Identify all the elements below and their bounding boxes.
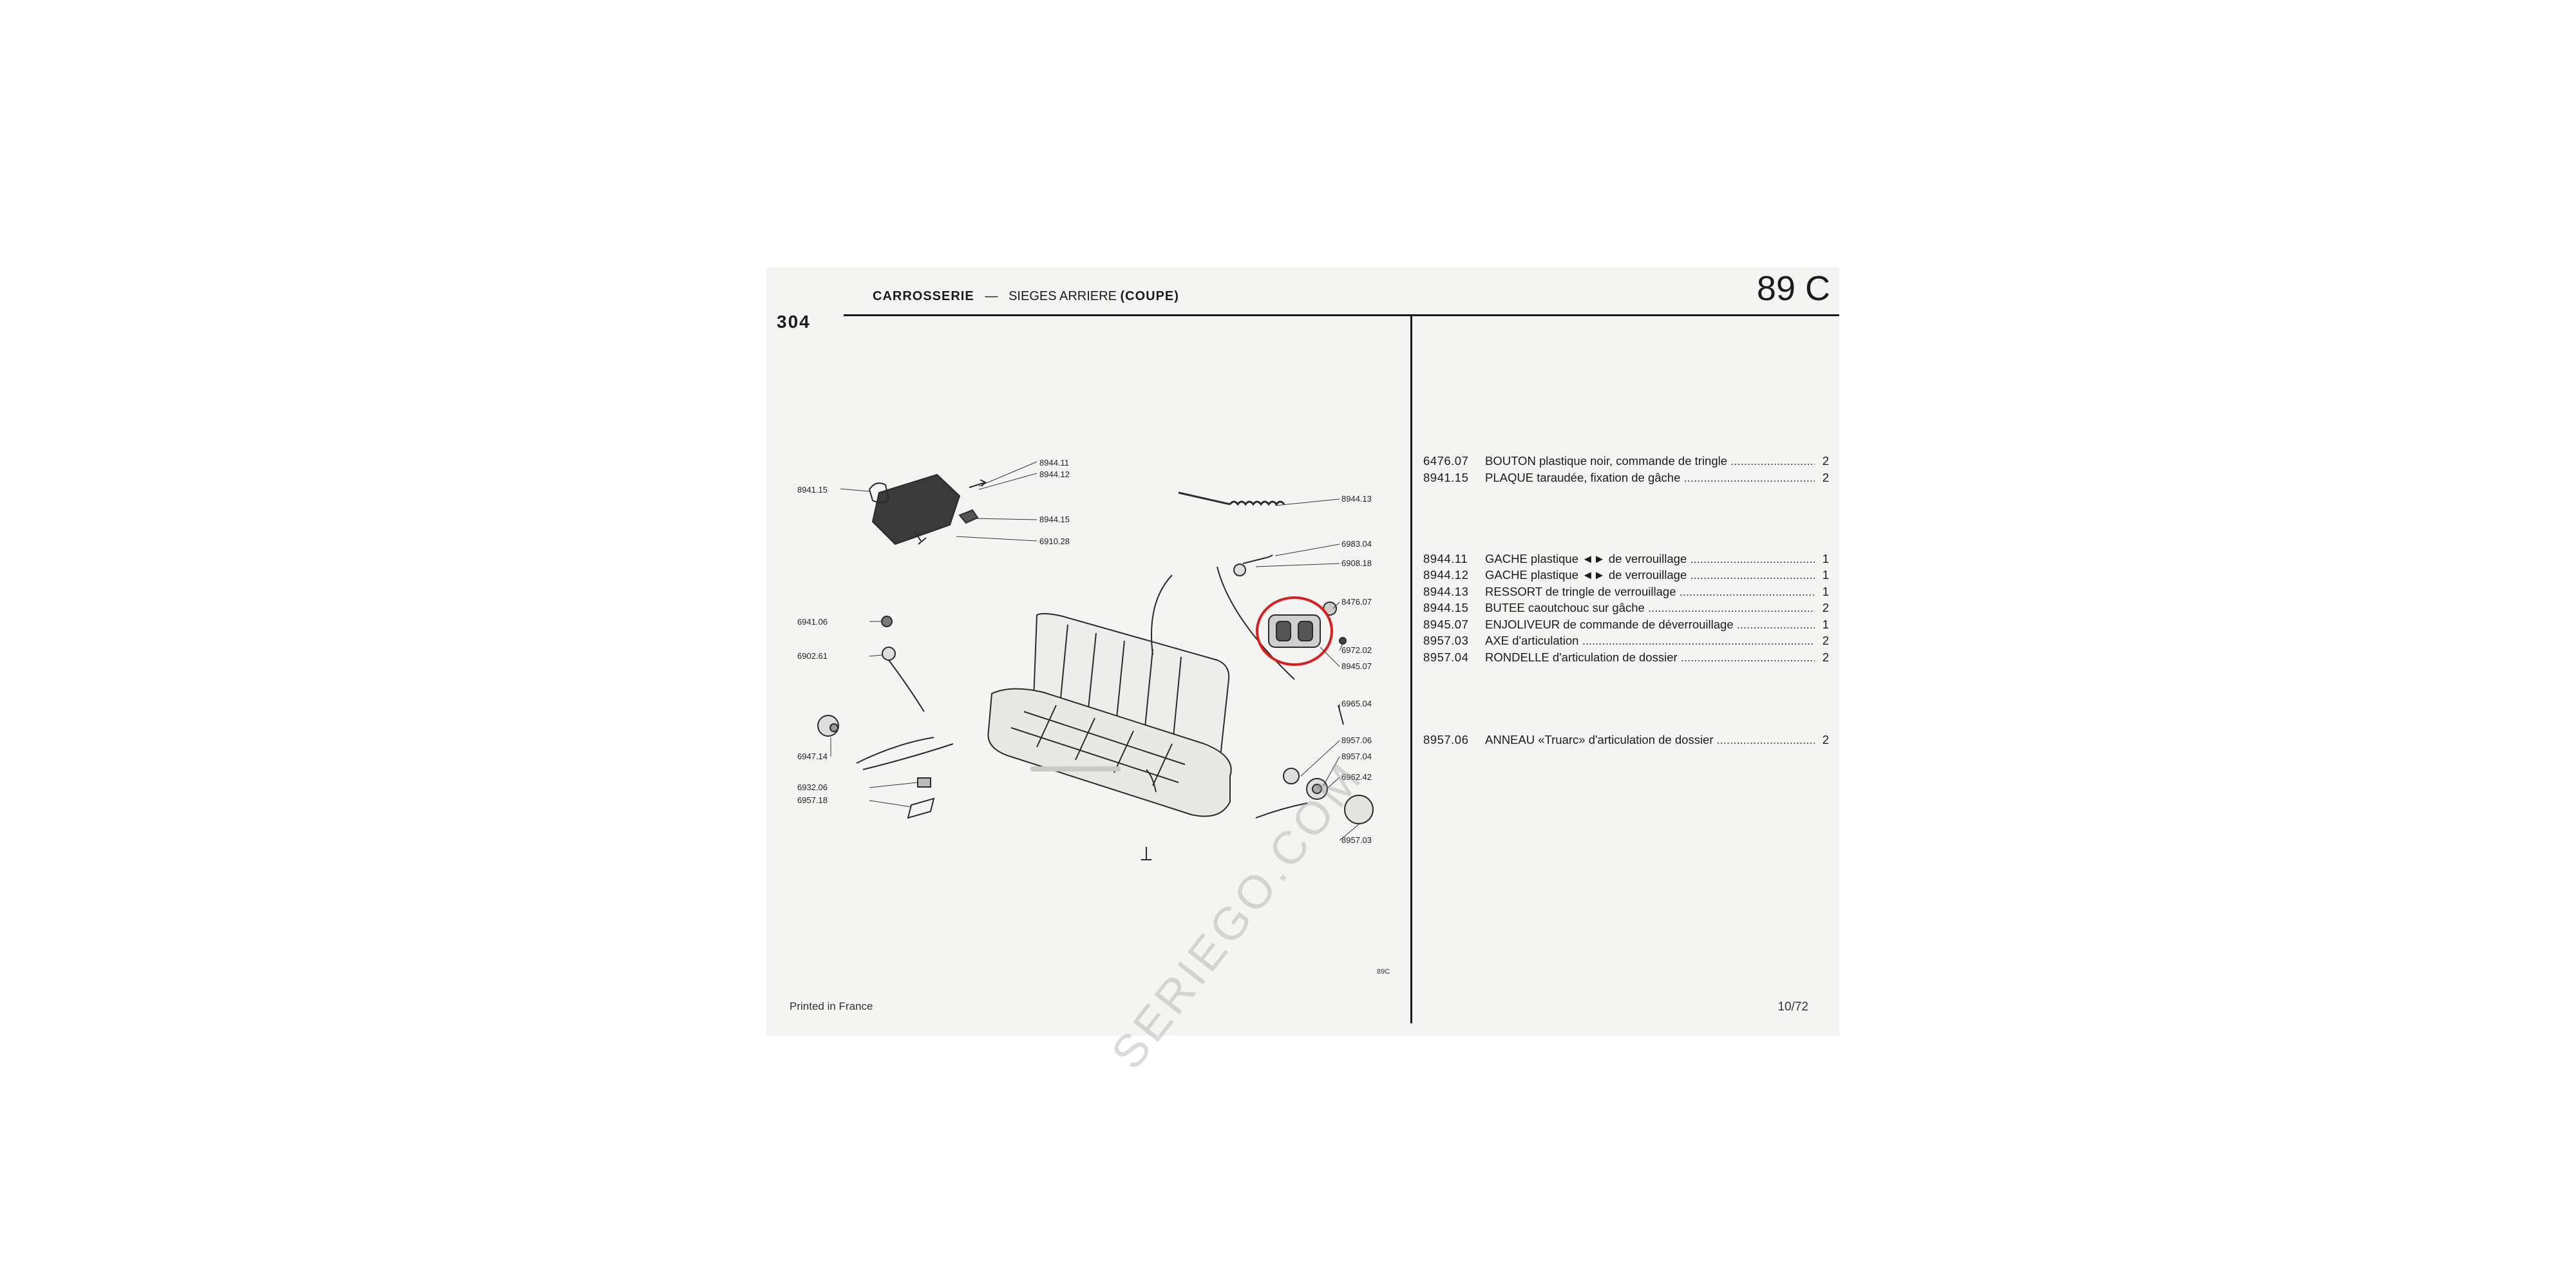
part-ref: 6476.07 <box>1423 454 1469 468</box>
part-ref: 8957.06 <box>1423 733 1469 746</box>
callout-6902-61: 6902.61 <box>797 651 828 661</box>
part-desc: RESSORT de tringle de verrouillage <box>1485 585 1815 599</box>
section-title: CARROSSERIE <box>873 289 974 303</box>
part-ref: 8944.13 <box>1423 585 1469 598</box>
body-variant: (COUPE) <box>1120 289 1179 303</box>
spring-rod <box>1178 491 1231 506</box>
hinge-pin <box>1344 795 1374 824</box>
header-rule <box>844 314 1839 316</box>
callout-8944-13: 8944.13 <box>1341 494 1372 504</box>
callout-6908-18: 6908.18 <box>1341 558 1372 568</box>
part-ref: 8957.04 <box>1423 650 1469 664</box>
list-item: 6476.07 BOUTON plastique noir, commande … <box>1423 454 1829 468</box>
part-desc: AXE d'articulation <box>1485 634 1815 648</box>
part-ref: 8957.03 <box>1423 634 1469 647</box>
callout-8944-15: 8944.15 <box>1039 515 1070 524</box>
page-title: CARROSSERIE — SIEGES ARRIERE (COUPE) <box>873 289 1179 304</box>
page-number: 89 C <box>1756 269 1830 308</box>
list-item: 8944.15 BUTEE caoutchouc sur gâche 2 <box>1423 601 1829 615</box>
list-item: 8944.13 RESSORT de tringle de verrouilla… <box>1423 585 1829 599</box>
part-ref: 8941.15 <box>1423 471 1469 484</box>
callout-6962-42: 6962.42 <box>1341 772 1372 782</box>
part-ref: 8944.11 <box>1423 552 1468 565</box>
part-desc: ANNEAU «Truarc» d'articulation de dossie… <box>1485 733 1815 747</box>
list-item: 8957.06 ANNEAU «Truarc» d'articulation d… <box>1423 733 1829 747</box>
part-desc: GACHE plastique ◄► de verrouillage <box>1485 568 1815 582</box>
callout-6965-04: 6965.04 <box>1341 699 1372 708</box>
callout-6972-02: 6972.02 <box>1341 645 1372 655</box>
part-qty: 2 <box>1815 634 1829 648</box>
callout-8957-03: 8957.03 <box>1341 835 1372 845</box>
callout-8941-15: 8941.15 <box>797 485 828 495</box>
part-qty: 2 <box>1815 471 1829 485</box>
part-qty: 2 <box>1815 601 1829 615</box>
part-desc: RONDELLE d'articulation de dossier <box>1485 650 1815 665</box>
part-desc: GACHE plastique ◄► de verrouillage <box>1485 552 1815 566</box>
part-desc: BOUTON plastique noir, commande de tring… <box>1485 454 1815 468</box>
callout-8957-04: 8957.04 <box>1341 752 1372 761</box>
callout-6947-14: 6947.14 <box>797 752 828 761</box>
part-desc: PLAQUE taraudée, fixation de gâche <box>1485 471 1815 485</box>
callout-8945-07: 8945.07 <box>1341 661 1372 671</box>
hinge-washer <box>1283 768 1300 784</box>
part-qty: 1 <box>1815 618 1829 632</box>
list-item: 8945.07 ENJOLIVEUR de commande de déverr… <box>1423 618 1829 632</box>
column-divider <box>1410 316 1412 1023</box>
title-separator: — <box>985 289 998 303</box>
callout-8944-11: 8944.11 <box>1039 458 1069 468</box>
callout-6910-28: 6910.28 <box>1039 536 1070 546</box>
part-qty: 2 <box>1815 454 1829 468</box>
latch-block <box>871 473 961 545</box>
part-qty: 1 <box>1815 568 1829 582</box>
list-item: 8957.03 AXE d'articulation 2 <box>1423 634 1829 648</box>
callout-6957-18: 6957.18 <box>797 795 828 805</box>
callout-6983-04: 6983.04 <box>1341 539 1372 549</box>
callout-8957-06: 8957.06 <box>1341 735 1372 745</box>
part-qty: 1 <box>1815 552 1829 566</box>
callout-8944-12: 8944.12 <box>1039 469 1070 479</box>
scan-artifact <box>1030 766 1121 772</box>
printed-notice: Printed in France <box>790 1000 873 1012</box>
seat-strap-right <box>1217 566 1295 680</box>
figure-code: 89C <box>1377 968 1390 976</box>
list-item: 8941.15 PLAQUE taraudée, fixation de gâc… <box>1423 471 1829 485</box>
latch-plate <box>868 482 890 504</box>
part-qty: 2 <box>1815 650 1829 665</box>
callout-8476-07: 8476.07 <box>1341 597 1372 607</box>
page-reference: 10/72 <box>1777 1000 1808 1014</box>
highlight-circle <box>1256 596 1333 666</box>
list-item: 8944.12 GACHE plastique ◄► de verrouilla… <box>1423 568 1829 582</box>
part-desc: BUTEE caoutchouc sur gâche <box>1485 601 1815 615</box>
callout-6941-06: 6941.06 <box>797 617 828 627</box>
part-ref: 8944.15 <box>1423 601 1469 614</box>
list-item: 8944.11 GACHE plastique ◄► de verrouilla… <box>1423 552 1829 566</box>
model-logo: 304 <box>777 312 811 332</box>
section-subtitle: SIEGES ARRIERE <box>1009 289 1117 303</box>
callout-6932-06: 6932.06 <box>797 782 828 792</box>
list-item: 8957.04 RONDELLE d'articulation de dossi… <box>1423 650 1829 665</box>
part-ref: 8945.07 <box>1423 618 1469 631</box>
catalog-page: 304 CARROSSERIE — SIEGES ARRIERE (COUPE)… <box>766 267 1839 1079</box>
exploded-diagram: 8944.11 8944.12 8941.15 8944.15 6910.28 … <box>797 458 1374 860</box>
seat-strap-left <box>1151 574 1173 656</box>
part-ref: 8944.12 <box>1423 568 1469 582</box>
part-qty: 2 <box>1815 733 1829 747</box>
part-desc: ENJOLIVEUR de commande de déverrouillage <box>1485 618 1815 632</box>
part-qty: 1 <box>1815 585 1829 599</box>
